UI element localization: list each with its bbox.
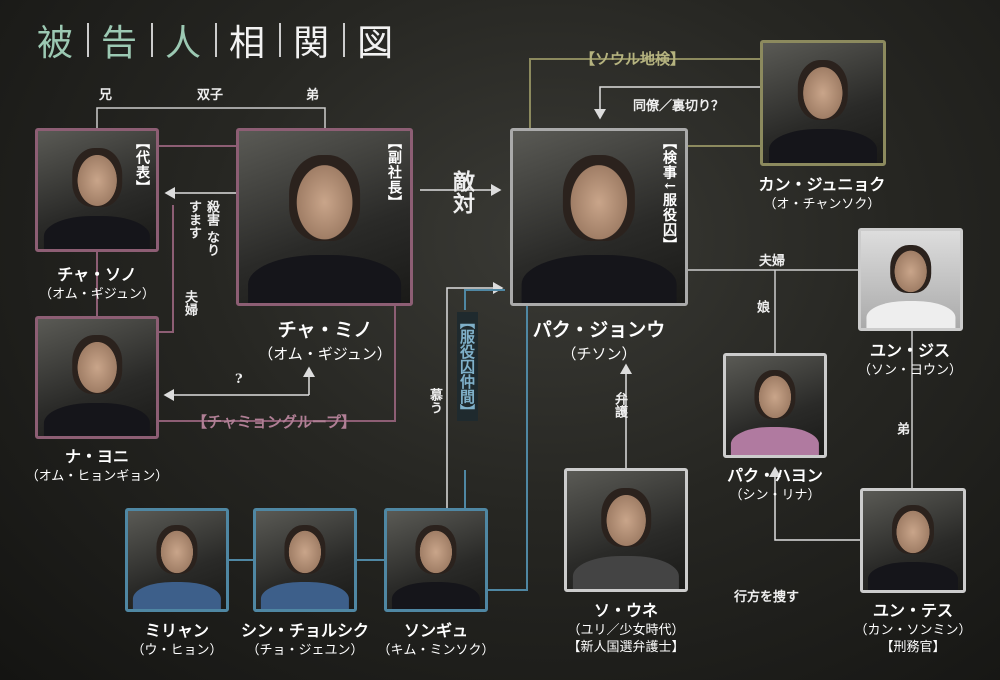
photo-cha-sono: 【代表】	[35, 128, 159, 252]
label-married-2: 夫婦	[759, 254, 786, 269]
actor-name: （チソン）	[561, 344, 637, 363]
character-shin: シン・チョルシク （チョ・ジェユン）	[241, 620, 369, 659]
character-name: ナ・ヨニ	[64, 447, 129, 466]
actor-name: （ソン・ヨウン）	[857, 362, 963, 378]
label-younger: 弟	[306, 88, 320, 103]
actor-name: （キム・ミンソク）	[377, 642, 495, 658]
role-label: 【副社長】	[386, 135, 402, 210]
photo-yun-tesu	[860, 488, 966, 593]
title-char: 図	[357, 23, 396, 64]
character-name: カン・ジュニョク	[758, 175, 886, 194]
role-label: 【新人国選弁護士】	[567, 640, 685, 656]
photo-songyu	[384, 508, 488, 612]
role-label: 【代表】	[134, 135, 150, 195]
actor-name: （オム・ギジュン）	[258, 344, 392, 363]
character-name: パク・ジョンウ	[532, 319, 666, 341]
photo-park-hayeon	[723, 353, 827, 458]
photo-na-yoni	[35, 316, 159, 439]
character-name: ユン・ジス	[869, 341, 951, 360]
character-name: チャ・ミノ	[277, 319, 373, 341]
group-inmates: 【服役囚仲間】	[457, 312, 478, 421]
label-daughter: 娘	[754, 300, 769, 313]
character-na-yoni: ナ・ヨニ （オム・ヒョンギョン）	[26, 446, 169, 485]
label-question: ?	[235, 372, 243, 387]
character-name: ソ・ウネ	[593, 601, 659, 620]
title-char: 告	[101, 23, 140, 64]
character-yun-tesu: ユン・テス （カン・ソンミン） 【刑務官】	[854, 600, 971, 657]
label-younger-brother: 弟	[894, 422, 909, 435]
character-name: チャ・ソノ	[57, 265, 137, 284]
role-label: 【刑務官】	[880, 640, 946, 656]
label-enemy: 敵対	[449, 170, 475, 214]
actor-name: （シン・リナ）	[729, 487, 821, 503]
actor-name: （オム・ヒョンギョン）	[25, 468, 169, 484]
title-char: 被	[37, 23, 76, 64]
character-name: シン・チョルシク	[240, 621, 370, 640]
photo-yun-jisu	[858, 228, 963, 331]
label-search: 行方を捜す	[734, 590, 800, 605]
photo-mirian	[125, 508, 229, 612]
photo-cha-mino: 【副社長】	[236, 128, 413, 306]
character-name: ミリャン	[144, 621, 210, 640]
actor-name: （チョ・ジェユン）	[246, 642, 364, 658]
label-married: 夫婦	[182, 290, 197, 316]
group-seoul-prosecutors: 【ソウル地検】	[580, 50, 686, 68]
page-title: 被 告 人 相 関 図	[25, 14, 407, 66]
character-cha-mino: チャ・ミノ （オム・ギジュン）	[258, 318, 392, 364]
photo-kang-junhyeok	[760, 40, 886, 166]
actor-name: （ユリ／少女時代）	[567, 622, 685, 638]
character-name: ユン・テス	[872, 601, 954, 620]
label-twins: 双子	[197, 88, 224, 103]
label-colleague-betrayal: 同僚／裏切り？	[633, 99, 725, 114]
label-defend: 弁護	[612, 392, 627, 418]
photo-park-jeongwoo: 【検事↓服役囚】	[510, 128, 688, 306]
photo-shin	[253, 508, 357, 612]
title-char: 相	[229, 23, 268, 64]
actor-name: （カン・ソンミン）	[854, 622, 972, 638]
character-park-jeongwoo: パク・ジョンウ （チソン）	[533, 318, 666, 364]
actor-name: （ウ・ヒョン）	[131, 642, 223, 658]
group-cha-group: 【チャミョングループ】	[192, 413, 356, 431]
character-songyu: ソンギュ （キム・ミンソク）	[377, 620, 494, 659]
character-so-une: ソ・ウネ （ユリ／少女時代） 【新人国選弁護士】	[567, 600, 684, 657]
photo-so-une	[564, 468, 688, 592]
character-cha-sono: チャ・ソノ （オム・ギジュン）	[39, 264, 155, 303]
label-admire: 慕う	[427, 388, 442, 414]
character-mirian: ミリャン （ウ・ヒョン）	[131, 620, 222, 659]
title-char: 関	[293, 23, 332, 64]
character-name: パク・ハヨン	[727, 466, 823, 485]
character-park-hayeon: パク・ハヨン （シン・リナ）	[727, 465, 823, 504]
character-yun-jisu: ユン・ジス （ソン・ヨウン）	[858, 340, 962, 379]
actor-name: （オ・チャンソク）	[763, 196, 881, 212]
label-elder: 兄	[99, 88, 113, 103]
label-murder-impersonate: 殺害 なりすます	[186, 200, 219, 257]
character-kang-junhyeok: カン・ジュニョク （オ・チャンソク）	[759, 174, 886, 213]
title-char: 人	[165, 23, 204, 64]
character-name: ソンギュ	[403, 621, 469, 640]
role-label: 【検事↓服役囚】	[661, 135, 677, 253]
actor-name: （オム・ギジュン）	[39, 286, 155, 302]
